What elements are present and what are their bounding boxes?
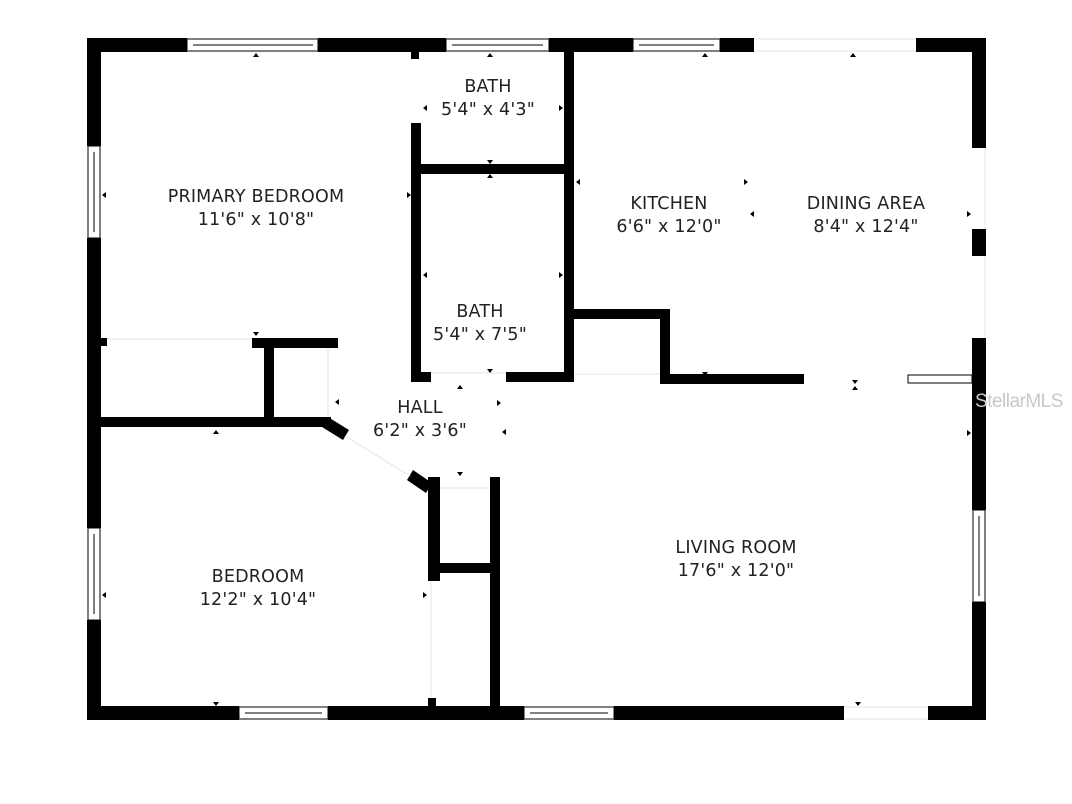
room-name: LIVING ROOM: [675, 538, 797, 558]
room-name: KITCHEN: [630, 194, 708, 214]
room-name: PRIMARY BEDROOM: [167, 187, 345, 207]
room-name: HALL: [397, 398, 443, 418]
room-dims: 6'2" x 3'6": [373, 421, 467, 441]
room-dims: 12'2" x 10'4": [199, 590, 317, 610]
room-label-kitchen: KITCHEN 6'6" x 12'0": [616, 193, 721, 239]
wall-right: [972, 38, 986, 148]
room-label-bath-1: BATH 5'4" x 4'3": [441, 76, 535, 122]
room-dims: 17'6" x 12'0": [677, 561, 795, 581]
room-label-living-room: LIVING ROOM 17'6" x 12'0": [675, 537, 796, 583]
room-dims: 5'4" x 4'3": [441, 100, 535, 120]
room-label-primary-bedroom: PRIMARY BEDROOM 11'6" x 10'8": [168, 186, 345, 232]
wall-bottom: [87, 706, 239, 720]
room-label-bath-2: BATH 5'4" x 7'5": [433, 301, 527, 347]
room-label-dining-area: DINING AREA 8'4" x 12'4": [807, 193, 925, 239]
room-name: BATH: [464, 77, 512, 97]
room-name: DINING AREA: [806, 194, 926, 214]
room-dims: 5'4" x 7'5": [433, 325, 527, 345]
room-name: BATH: [456, 302, 504, 322]
room-label-hall: HALL 6'2" x 3'6": [373, 397, 467, 443]
room-dims: 8'4" x 12'4": [813, 217, 919, 237]
room-dims: 6'6" x 12'0": [616, 217, 722, 237]
room-name: BEDROOM: [211, 567, 305, 587]
wall-left: [87, 38, 101, 146]
room-dims: 11'6" x 10'8": [197, 210, 315, 230]
wall-top: [87, 38, 187, 52]
room-label-bedroom: BEDROOM 12'2" x 10'4": [200, 566, 317, 612]
watermark: StellarMLS: [975, 391, 1063, 412]
